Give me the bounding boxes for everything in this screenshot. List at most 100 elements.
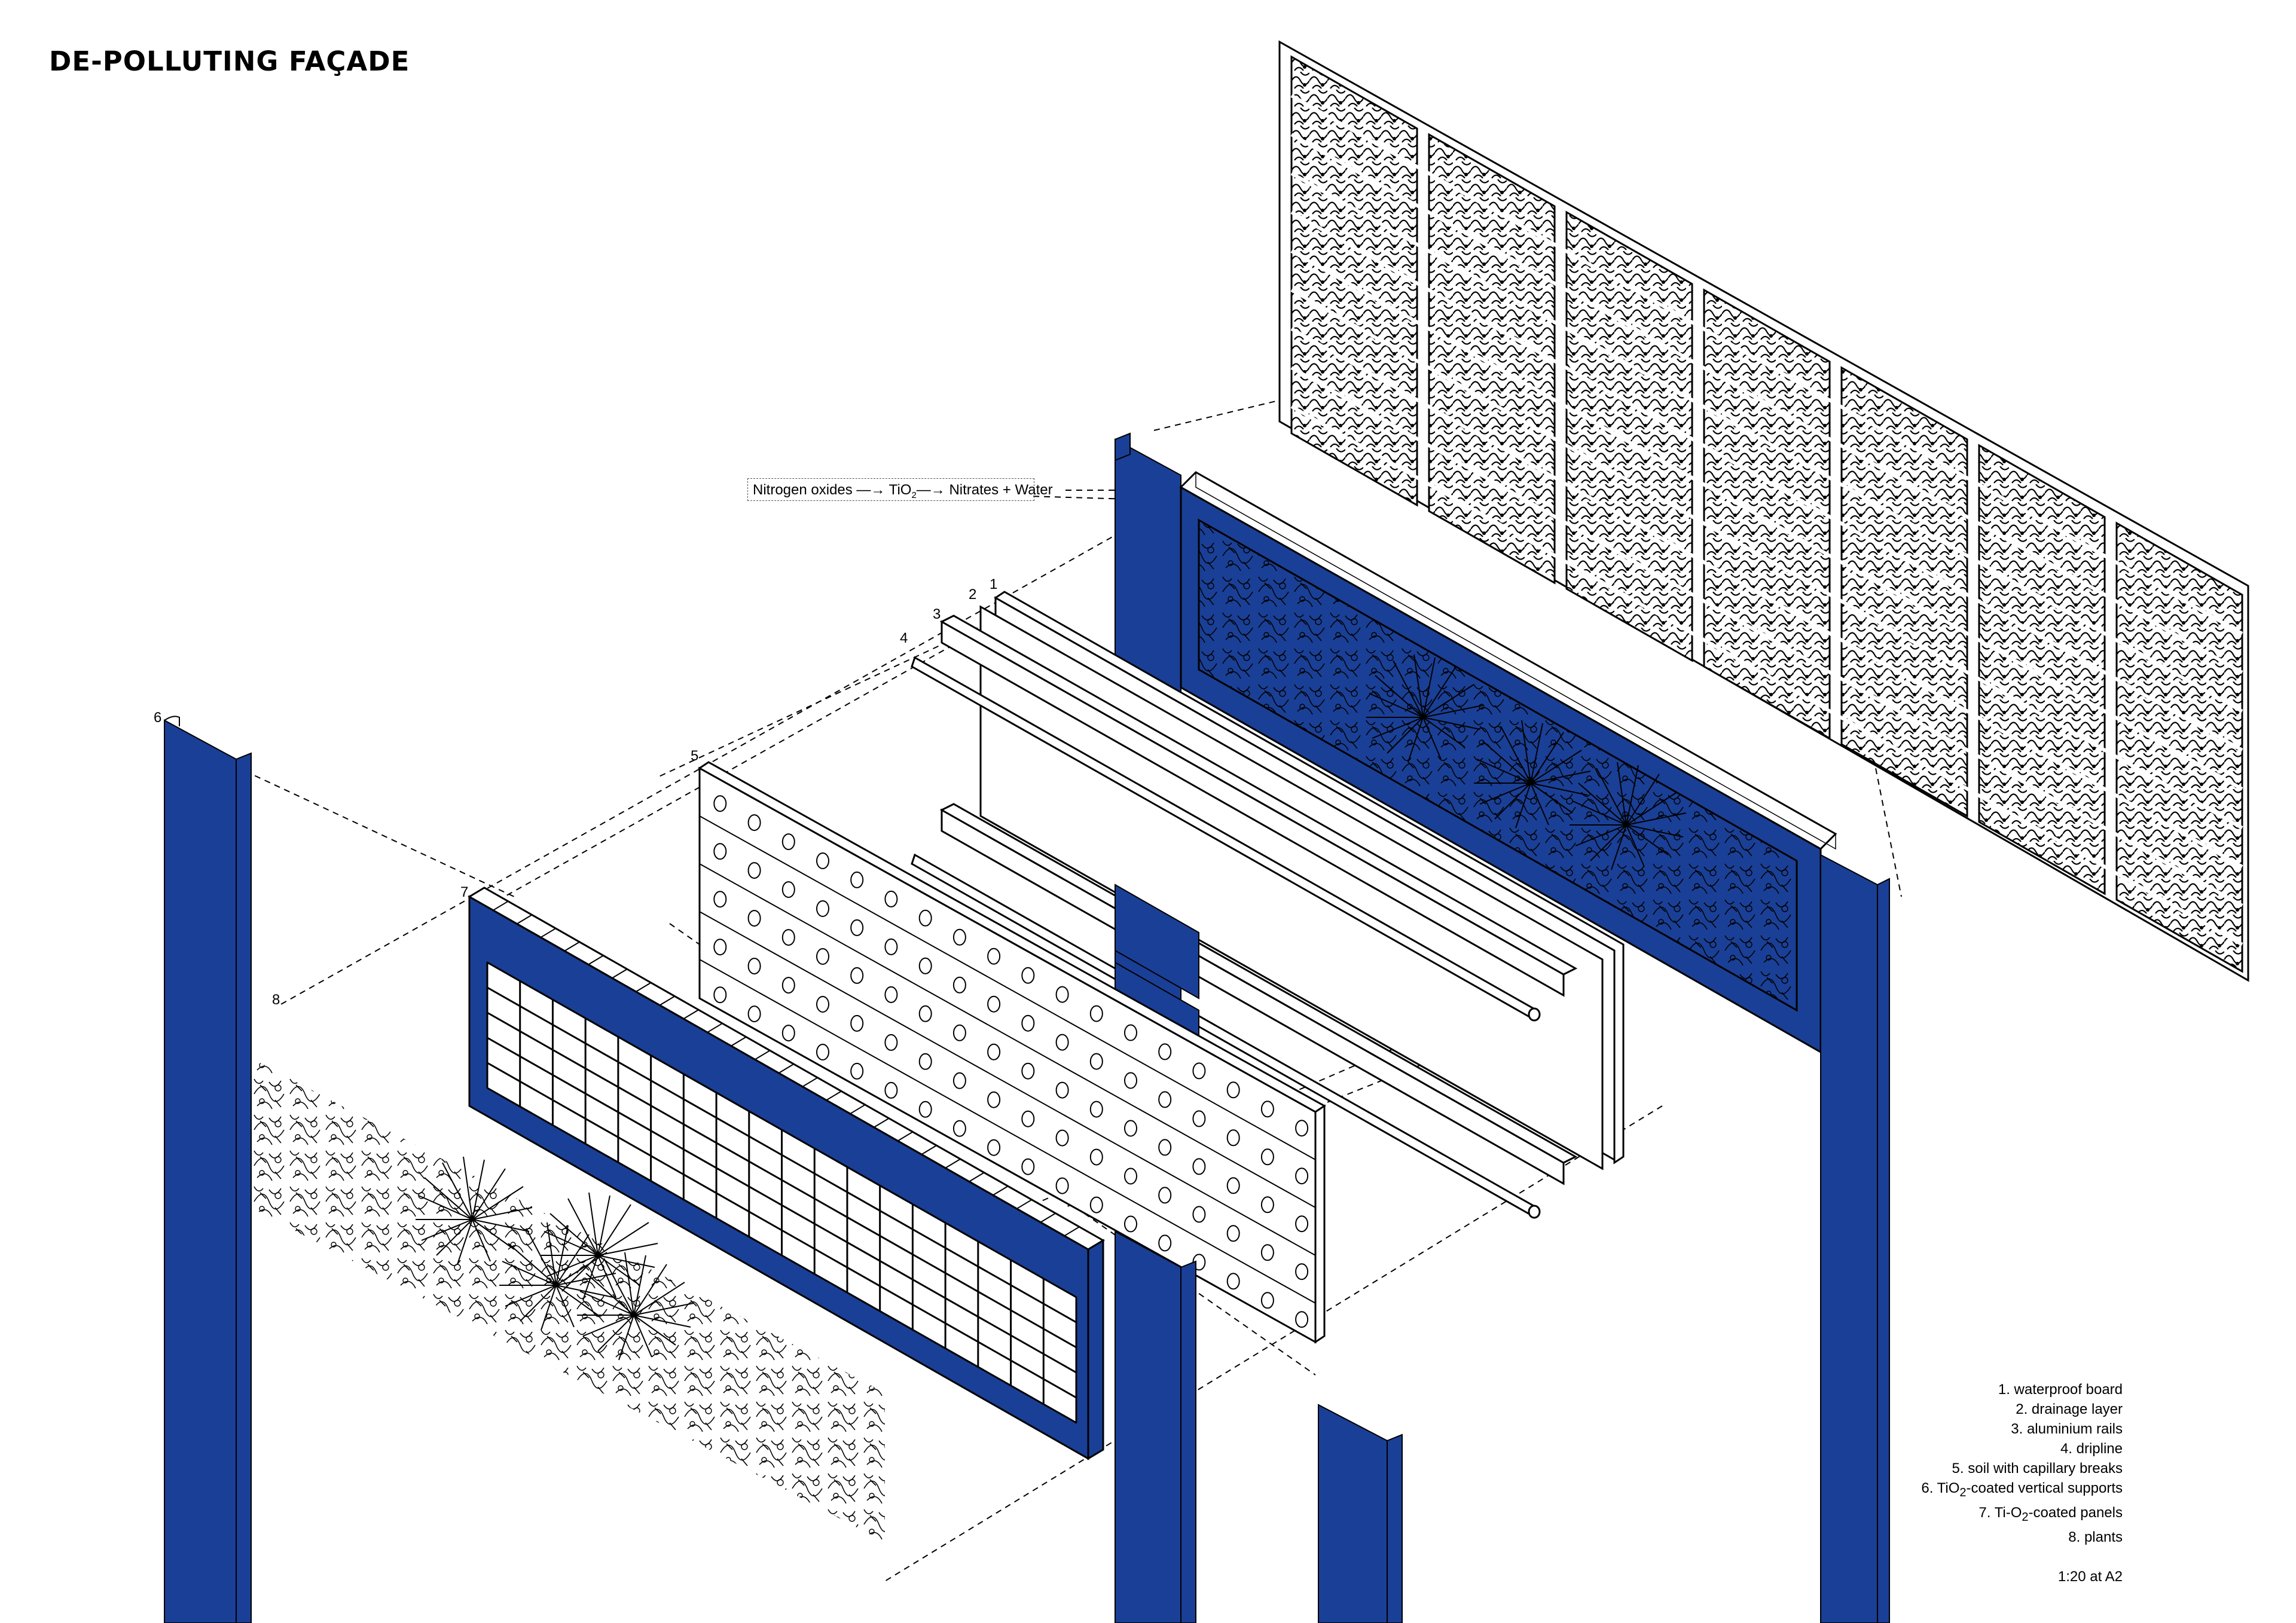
capillary-hole: [1124, 1120, 1137, 1137]
capillary-hole: [1089, 1101, 1103, 1118]
legend-item: 5. soil with capillary breaks: [1952, 1460, 2123, 1477]
callout-8: 8: [272, 992, 280, 1008]
top-cell-divider: [707, 1023, 723, 1033]
capillary-hole: [747, 958, 761, 975]
capillary-hole: [1089, 1148, 1103, 1166]
page-title: DE-POLLUTING FAÇADE: [49, 45, 410, 77]
capillary-hole: [987, 1091, 1001, 1108]
capillary-hole: [781, 1025, 795, 1042]
capillary-hole: [1226, 1177, 1240, 1194]
soil-panel: [698, 761, 1326, 1344]
capillary-hole: [816, 852, 829, 869]
capillary-hole: [1260, 1101, 1274, 1118]
capillary-hole: [918, 1005, 932, 1022]
capillary-hole: [918, 909, 932, 927]
scale-note: 1:20 at A2: [2057, 1568, 2123, 1585]
capillary-hole: [1158, 1234, 1172, 1252]
callout-5: 5: [691, 748, 698, 764]
capillary-hole: [1192, 1062, 1206, 1080]
top-cell-divider: [826, 1090, 842, 1101]
facade-grid: [1290, 94, 2243, 946]
capillary-hole: [1260, 1148, 1274, 1166]
panel-top-cells: [469, 887, 1104, 1250]
top-cell-divider: [1016, 1199, 1033, 1209]
capillary-holes: [713, 795, 1309, 1328]
capillary-hole: [1021, 1110, 1035, 1127]
capillary-hole: [1158, 1139, 1172, 1156]
top-cell-divider: [469, 887, 485, 897]
capillary-hole: [747, 814, 761, 832]
top-cell-divider: [945, 1158, 961, 1169]
capillary-hole: [850, 967, 864, 984]
aluminium-rail-top: [939, 615, 1578, 997]
plants: [251, 1058, 885, 1542]
grid-line: [487, 1011, 1077, 1349]
capillary-hole: [918, 957, 932, 974]
capillary-hole: [918, 1101, 932, 1118]
capillary-hole: [1192, 1206, 1206, 1223]
top-cell-divider: [802, 1077, 818, 1087]
capillary-hole: [1021, 1062, 1035, 1080]
capillary-hole: [816, 1044, 829, 1060]
reaction-equation: Nitrogen oxides —→ TiO2—→ Nitrates + Wat…: [747, 478, 1053, 501]
capillary-hole: [1124, 1167, 1137, 1185]
top-cell-divider: [850, 1104, 866, 1114]
top-cell-divider: [993, 1185, 1009, 1196]
capillary-hole: [1226, 1225, 1240, 1242]
callout-1: 1: [990, 576, 997, 592]
panel-grid: [486, 961, 1077, 1424]
top-cell-divider: [731, 1036, 747, 1047]
capillary-hole: [816, 900, 829, 917]
top-cell-divider: [517, 914, 533, 925]
capillary-hole: [1260, 1292, 1274, 1309]
capillary-hole: [850, 1062, 864, 1080]
capillary-hole: [918, 1053, 932, 1070]
top-cell-divider: [540, 928, 556, 938]
capillary-hole: [713, 986, 727, 1004]
dripline-bottom: [911, 853, 1541, 1219]
catalyst-subscript: 2: [911, 490, 917, 500]
ti-o2-vertical-support-left: [164, 716, 252, 1623]
capillary-hole: [1089, 1005, 1103, 1022]
dripline-top: [911, 656, 1541, 1022]
capillary-hole: [1295, 1311, 1309, 1328]
callout-3: 3: [933, 606, 941, 622]
capillary-hole: [747, 862, 761, 879]
capillary-hole: [1055, 986, 1069, 1003]
capillary-hole: [1226, 1273, 1240, 1290]
capillary-hole: [884, 890, 898, 907]
capillary-hole: [1055, 1034, 1069, 1051]
top-cell-divider: [683, 1009, 699, 1020]
capillary-hole: [1295, 1215, 1309, 1233]
capillary-hole: [1089, 1053, 1103, 1070]
capillary-hole: [952, 1024, 966, 1041]
top-cell-divider: [755, 1050, 771, 1060]
capillary-hole: [952, 976, 966, 994]
capillary-hole: [781, 833, 795, 851]
capillary-hole: [1021, 1158, 1035, 1175]
capillary-hole: [747, 910, 761, 927]
top-cell-divider: [1064, 1226, 1080, 1237]
top-cell-divider: [564, 941, 580, 952]
top-cell-divider: [778, 1063, 795, 1074]
legend-item: 1. waterproof board: [1998, 1381, 2123, 1398]
legend: 1. waterproof board 2. drainage layer 3.…: [1921, 1380, 2123, 1587]
grid-line: [487, 961, 1077, 1298]
capillary-hole: [952, 1120, 966, 1137]
capillary-hole: [713, 795, 727, 812]
capillary-hole: [713, 891, 727, 908]
legend-item: 6. TiO2-coated vertical supports: [1921, 1480, 2123, 1499]
capillary-hole: [987, 947, 1001, 965]
capillary-hole: [1055, 1081, 1069, 1099]
aluminium-rail-bottom: [939, 803, 1578, 1185]
capillary-hole: [816, 948, 829, 965]
capillary-hole: [1158, 1091, 1172, 1108]
capillary-hole: [747, 1005, 761, 1023]
catalyst: TiO: [889, 482, 912, 498]
back-support-right: [1820, 854, 1890, 1623]
top-cell-divider: [897, 1131, 914, 1142]
grid-line: [487, 1062, 1077, 1399]
top-cell-divider: [659, 995, 675, 1006]
capillary-hole: [1295, 1263, 1309, 1280]
